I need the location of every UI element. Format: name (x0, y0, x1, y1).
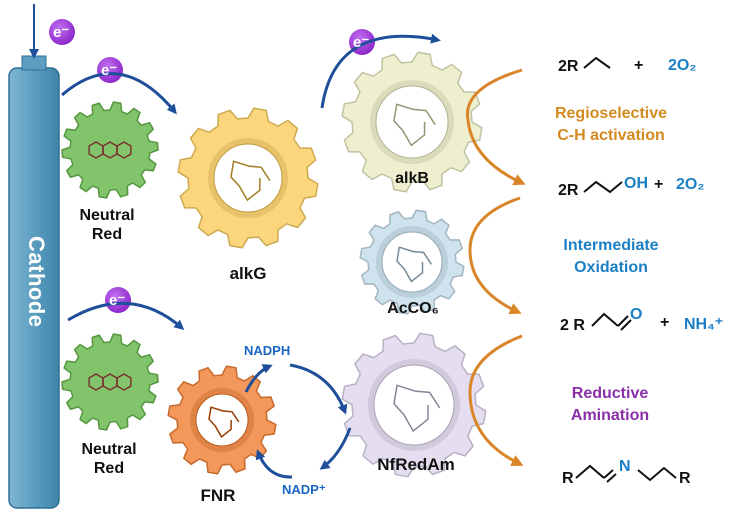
alkg-protein-structure (230, 160, 271, 202)
compound-2-prefix: 2R (558, 182, 579, 199)
compound-2-plus: + (654, 176, 664, 193)
fnr-gear (167, 365, 277, 475)
electron-label-4: e⁻ (109, 292, 126, 309)
compound-4-chain (575, 464, 677, 483)
alkb-label: alkB (395, 170, 429, 187)
compound-4-center: N (619, 458, 631, 475)
nadph-arrow (244, 364, 273, 393)
electron-4 (105, 287, 131, 313)
nfredam-label: NfRedAm (377, 455, 455, 474)
electron-1 (49, 19, 75, 45)
electron-label-3: e⁻ (353, 34, 370, 51)
electron-arrow-top (61, 72, 177, 115)
compound-4-left: R (562, 470, 574, 487)
neutral-red-top-gear (61, 101, 159, 199)
acco6-protein-structure (396, 246, 433, 283)
electron-label-2: e⁻ (101, 62, 118, 79)
compound-1-prefix: 2R (558, 58, 579, 75)
compound-2-reagent: 2O₂ (676, 176, 705, 193)
nadp-return-arrow (319, 427, 352, 470)
reaction-arrow-3 (468, 334, 524, 466)
compound-3-chain (591, 312, 632, 331)
alkg-label: alkG (229, 264, 267, 283)
neutral-red-bottom-gear (61, 333, 159, 431)
electron-arrow-alkb (320, 33, 441, 109)
nfredam-gear (341, 332, 487, 478)
nfredam-protein-structure (393, 384, 441, 433)
compound-2-group: OH (624, 175, 648, 192)
neutral-red-top-molecule (88, 141, 132, 159)
compound-3-plus: + (660, 314, 670, 331)
electron-arrow-bottom (67, 301, 185, 330)
alkg-gear (177, 107, 319, 249)
compound-3-reagent: NH₄⁺ (684, 316, 724, 333)
compound-3-group: O (630, 306, 643, 323)
compound-2-chain (583, 180, 623, 194)
alkb-protein-structure (393, 103, 436, 147)
reaction-arrow-2 (468, 196, 522, 315)
reaction-arrow-1 (465, 68, 526, 186)
alkb-gear (341, 51, 483, 193)
nadp-to-fnr-arrow (255, 449, 293, 479)
cathode-label: Cathode (24, 236, 49, 328)
electron-2 (97, 57, 123, 83)
nadph-to-nfredam-arrow (289, 363, 348, 415)
compound-1-chain (583, 56, 611, 69)
neutral-red-bottom-molecule (88, 373, 132, 391)
acco6-label: AcCO₆ (387, 300, 439, 317)
compound-1-reagent: 2O₂ (668, 57, 697, 74)
nadph-label: NADPH (244, 343, 291, 358)
acco6-gear (359, 209, 465, 315)
compound-4-right: R (679, 470, 691, 487)
nadp-label: NADP⁺ (282, 482, 326, 497)
cathode (8, 4, 60, 509)
fnr-label: FNR (200, 486, 236, 505)
compound-3-prefix: 2 R (560, 317, 585, 334)
compound-1-plus: + (634, 57, 644, 74)
electron-label-1: e⁻ (53, 24, 70, 41)
fnr-protein-structure (208, 406, 240, 439)
